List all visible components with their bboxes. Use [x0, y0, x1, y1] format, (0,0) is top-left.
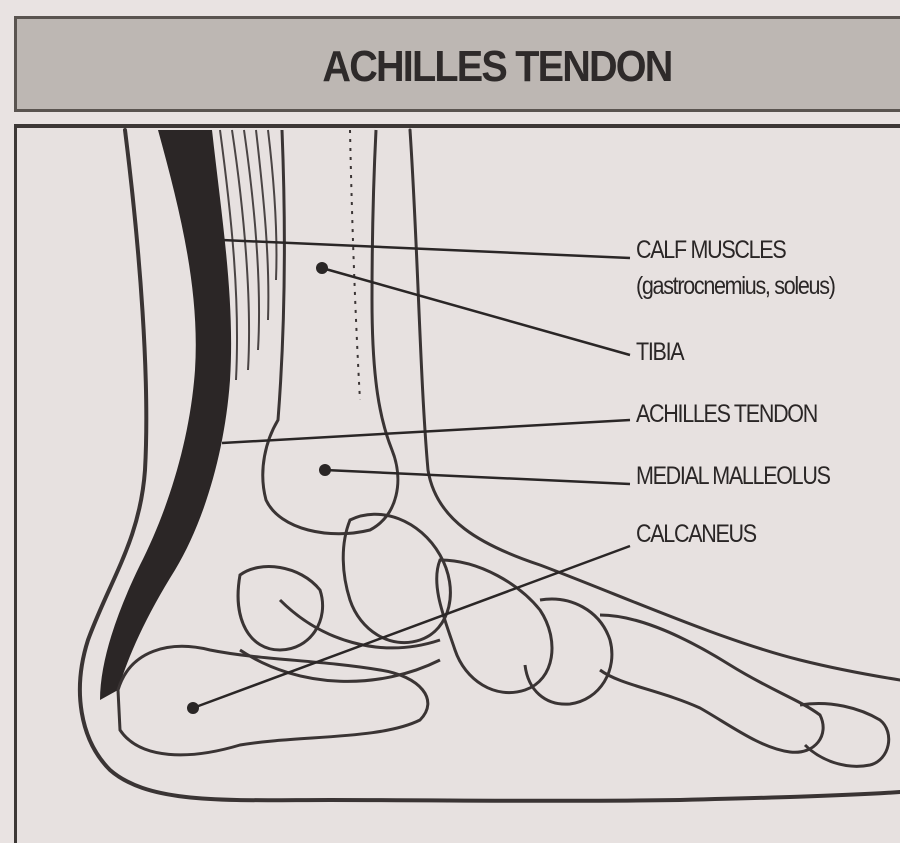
tibia-dot: [316, 262, 328, 274]
leader-calcaneus: [193, 546, 630, 708]
label-calf-muscles: CALF MUSCLES: [636, 236, 785, 265]
achilles-tendon-shape: [100, 130, 231, 700]
label-achilles-tendon: ACHILLES TENDON: [636, 400, 817, 429]
label-tibia: TIBIA: [636, 338, 683, 367]
leader-tibia: [322, 268, 630, 355]
calcaneus-bone: [118, 646, 428, 754]
label-calcaneus: CALCANEUS: [636, 520, 756, 549]
label-calf-muscles-detail: (gastrocnemius, soleus): [636, 272, 835, 301]
malleolus-dot: [319, 464, 331, 476]
leader-malleolus: [325, 470, 630, 484]
calcaneus-dot: [187, 702, 199, 714]
label-medial-malleolus: MEDIAL MALLEOLUS: [636, 462, 830, 491]
